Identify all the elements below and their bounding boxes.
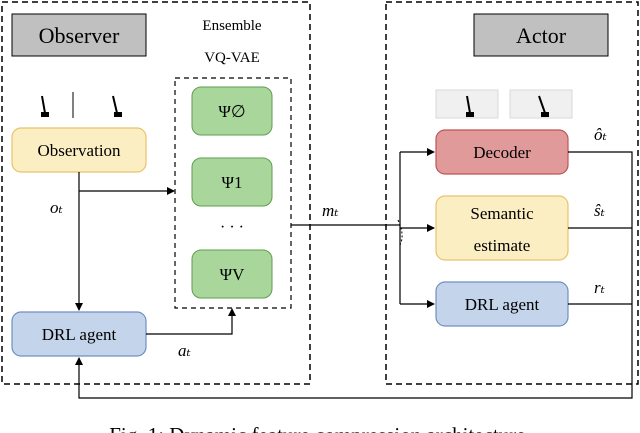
actor-container [385, 1, 639, 385]
message-signal-label: mₜ [322, 201, 339, 220]
figure-caption: Fig. 1: Dynamic feature compression arch… [109, 423, 531, 433]
observer-drl-agent-label: DRL agent [42, 325, 117, 344]
switch-mark [397, 219, 403, 246]
semantic-label-line1: Semantic [470, 204, 534, 223]
decoder-output-line [568, 151, 633, 323]
observer-title: Observer [39, 23, 120, 48]
actor-header-box [473, 13, 609, 57]
psi-1-box [191, 157, 273, 207]
out-reward-label: rₜ [594, 278, 606, 297]
psi-empty-box [191, 86, 273, 136]
actor-thumbnail-left [435, 89, 499, 119]
action-signal-label: aₜ [178, 341, 192, 360]
pendulum-thumbnail-right [112, 95, 122, 117]
obs-signal-label: oₜ [50, 198, 64, 217]
out-obs-label: ôₜ [594, 125, 608, 144]
ensemble-container [174, 77, 292, 309]
observer-container [1, 1, 311, 385]
ensemble-label: Ensemble [202, 18, 261, 34]
vqvae-label: VQ-VAE [204, 50, 260, 66]
out-state-label: ŝₜ [594, 201, 606, 220]
observer-header-box [11, 13, 147, 57]
psi-ellipsis: · · · [220, 219, 244, 236]
psi-empty-label: Ψ∅ [218, 102, 245, 121]
pendulum-thumbnail-left [41, 95, 49, 117]
observation-label: Observation [37, 141, 121, 160]
psi-v-label: ΨV [220, 265, 246, 284]
actor-drl-agent-label: DRL agent [465, 295, 540, 314]
psi-1-label: Ψ1 [221, 173, 242, 192]
feedback-arrow [75, 323, 633, 399]
action-to-ensemble-arrow [146, 308, 236, 335]
decoder-label: Decoder [473, 143, 531, 162]
actor-title: Actor [516, 23, 567, 48]
psi-v-box [191, 249, 273, 299]
actor-thumbnail-right [509, 89, 573, 119]
semantic-label-line2: estimate [474, 236, 531, 255]
